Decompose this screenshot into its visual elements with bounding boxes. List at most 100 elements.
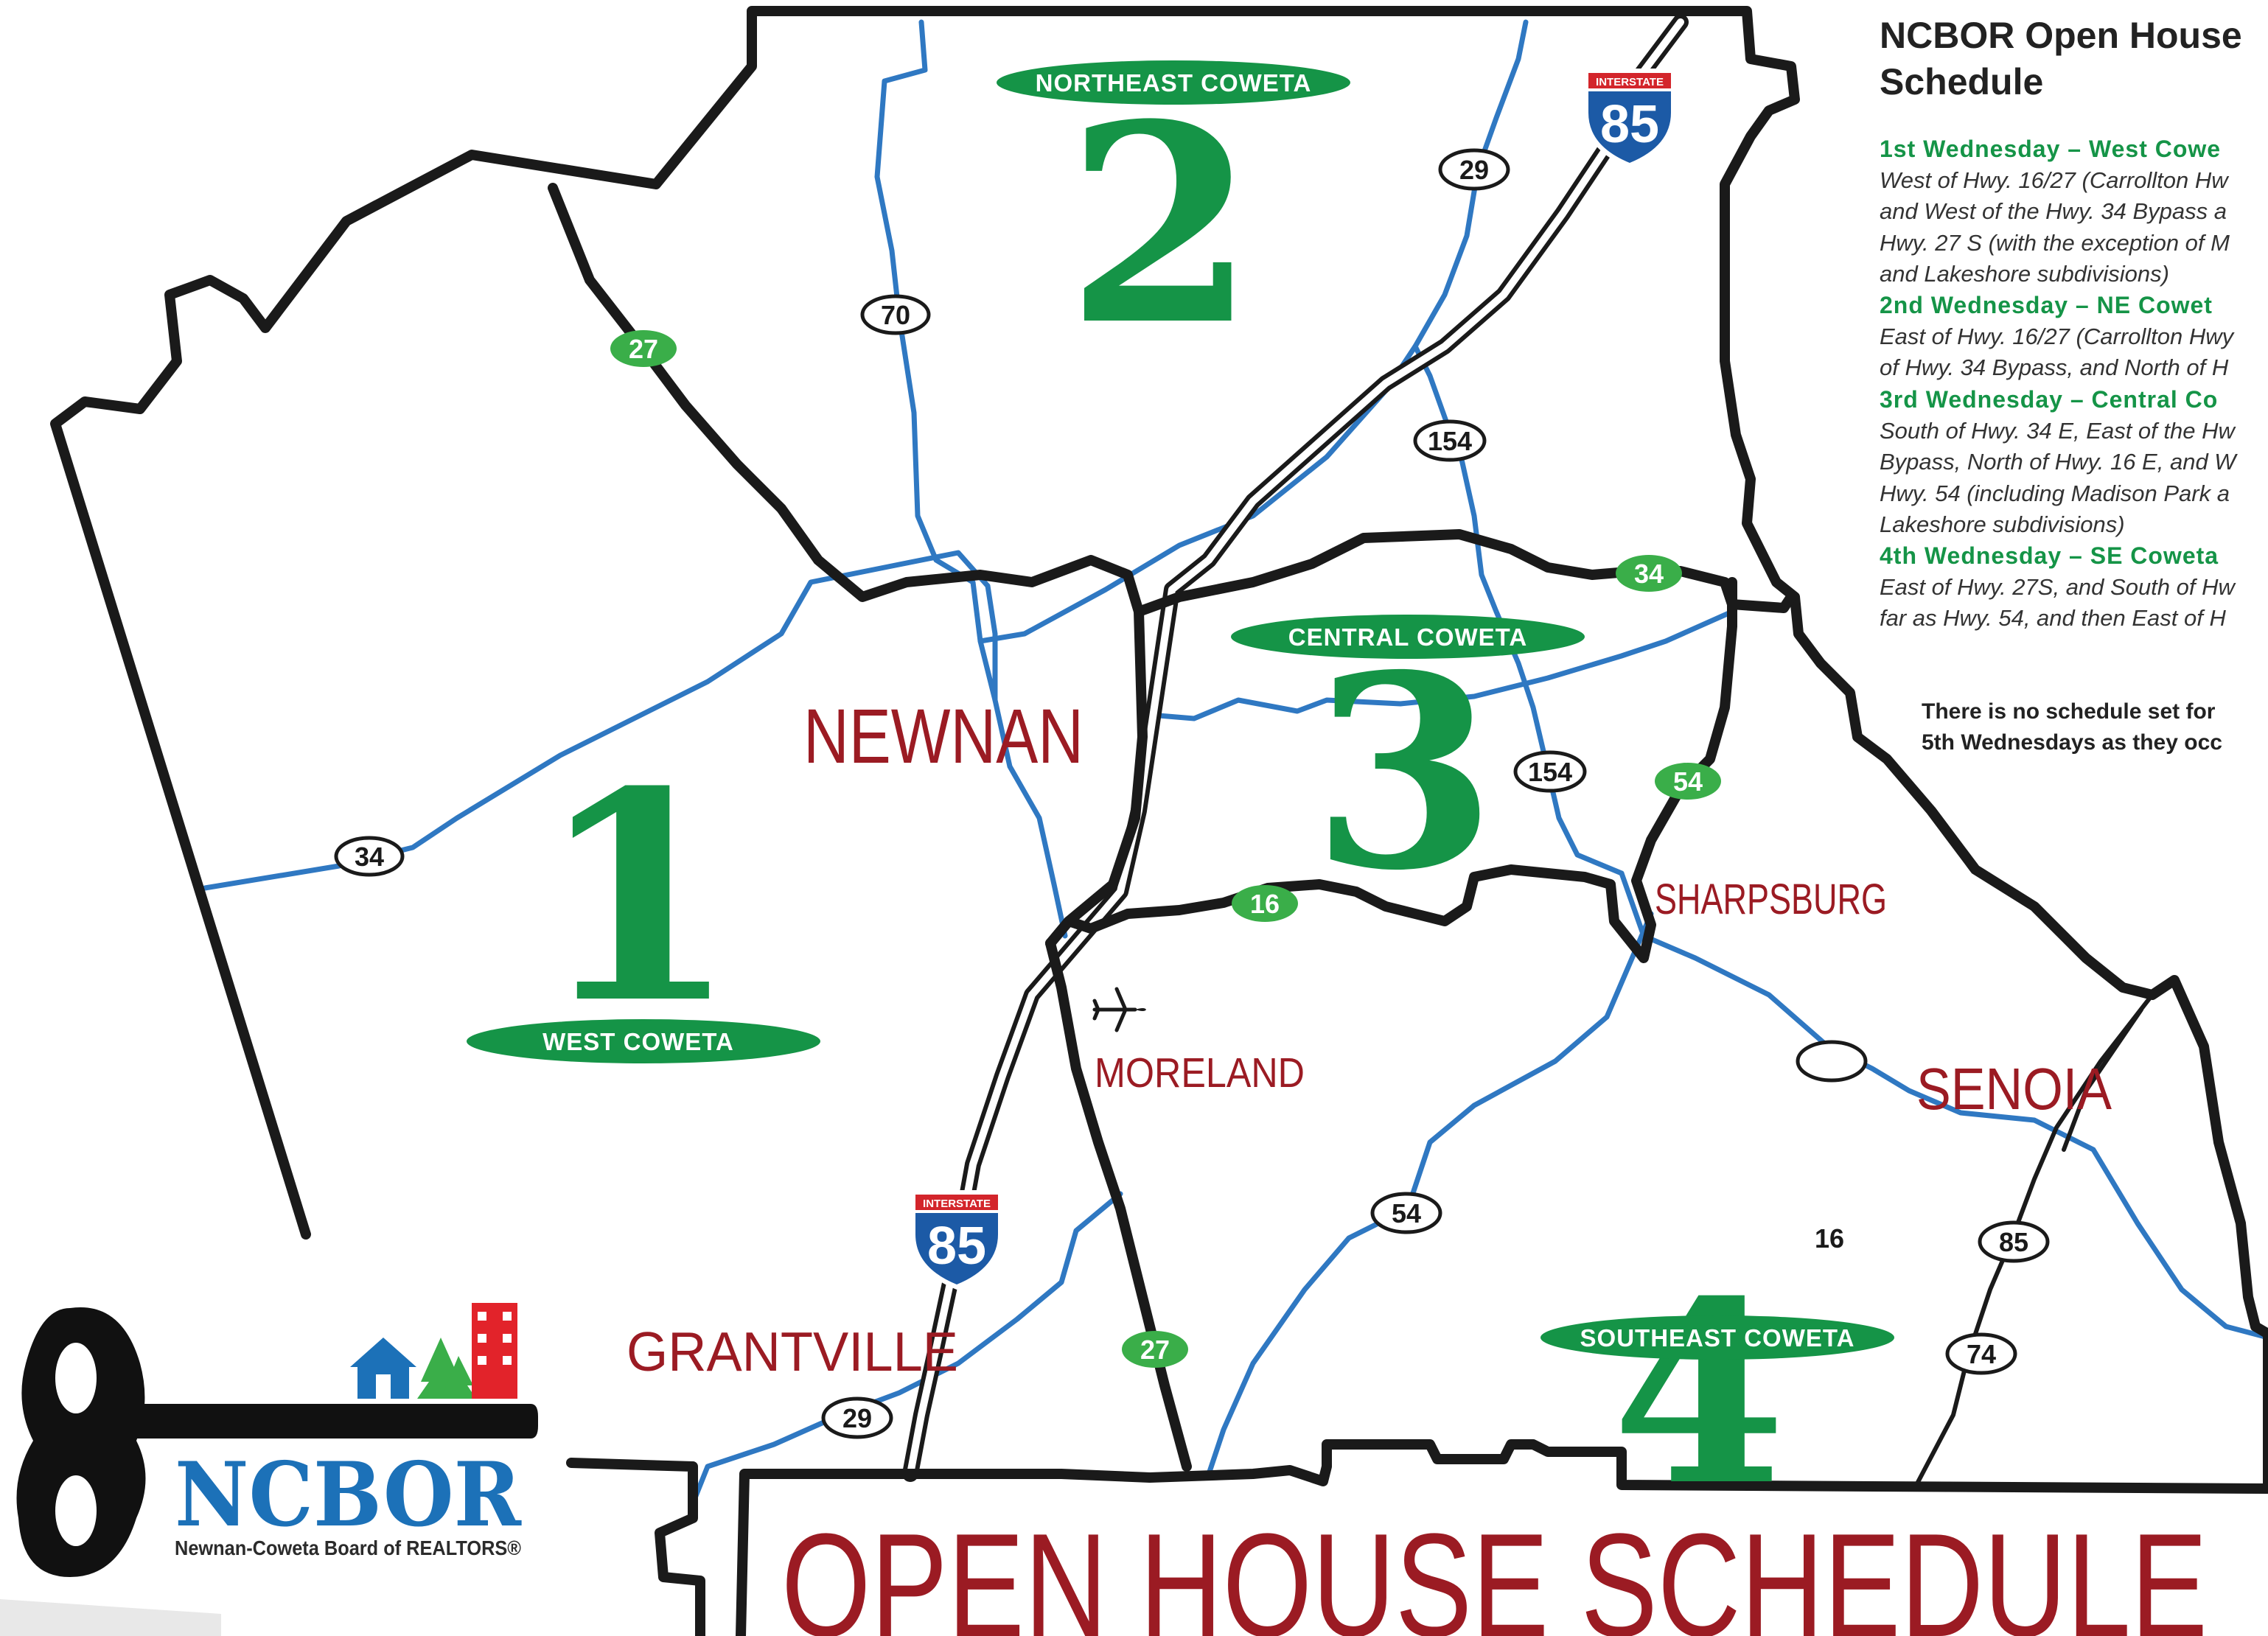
schedule-line: East of Hwy. 27S, and South of Hw [1880, 574, 2237, 600]
schedule-title-line-2: Schedule [1880, 61, 2043, 102]
road-sr74 [2062, 1007, 2143, 1152]
zone-boundary-us27-north [548, 183, 1148, 948]
zone-number-2: 2 [1066, 66, 1255, 385]
zone-4: 4 SOUTHEAST COWETA [1541, 1247, 1894, 1541]
zone-3: CENTRAL COWETA 3 [1231, 615, 1585, 929]
schedule-note-line-1: There is no schedule set for [1922, 699, 2216, 724]
schedule-title-line-1: NCBOR Open House [1880, 15, 2242, 56]
schedule-line: Lakeshore subdivisions) [1880, 511, 2125, 537]
schedule-heading-4: 4th Wednesday – SE Coweta [1880, 542, 2219, 569]
road-sr29-north [1412, 19, 1529, 430]
svg-text:154: 154 [1528, 757, 1572, 787]
schedule-line: Hwy. 27 S (with the exception of M [1880, 230, 2230, 256]
zone-label-4: SOUTHEAST COWETA [1580, 1324, 1855, 1352]
schedule-note-line-2: 5th Wednesdays as they occ [1922, 730, 2222, 755]
svg-text:29: 29 [1459, 155, 1489, 185]
svg-text:74: 74 [1967, 1339, 1996, 1369]
schedule-line: South of Hwy. 34 E, East of the Hw [1880, 418, 2236, 444]
white-route-shields: 34 70 29 154 154 54 29 85 74 16 [334, 148, 2050, 1439]
schedule-line: and West of the Hwy. 34 Bypass a [1880, 198, 2227, 224]
svg-text:34: 34 [355, 842, 384, 872]
schedule-line: West of Hwy. 16/27 (Carrollton Hw [1880, 167, 2230, 193]
zone-pill-3 [1231, 615, 1585, 659]
road-newnan-south [985, 583, 1068, 939]
town-moreland: MORELAND [1095, 1049, 1305, 1097]
svg-text:27: 27 [1140, 1335, 1170, 1365]
route-shield-sr16: 16 [1232, 885, 1298, 922]
town-senoia: SENOIA [1916, 1056, 2112, 1122]
svg-text:54: 54 [1392, 1198, 1421, 1228]
svg-text:85: 85 [1999, 1227, 2028, 1257]
svg-text:34: 34 [1634, 559, 1664, 589]
schedule-heading-1: 1st Wednesday – West Cowe [1880, 136, 2221, 162]
zone-pill-2 [997, 60, 1350, 105]
schedule-heading-3: 3rd Wednesday – Central Co [1880, 386, 2218, 413]
interstate-shield-north: INTERSTATE 85 [1584, 69, 1675, 168]
logo-wordmark: NCBOR [175, 1443, 522, 1547]
svg-text:85: 85 [1600, 95, 1659, 154]
route-shield-sr34-east: 34 [1616, 555, 1682, 592]
schedule-line: far as Hwy. 54, and then East of H [1880, 605, 2226, 631]
zone-label-1: WEST COWETA [542, 1028, 734, 1055]
ncbor-logo: NCBOR Newnan-Coweta Board of REALTORS® [16, 1303, 538, 1577]
boundaries [50, 6, 2268, 1636]
town-grantville: GRANTVILLE [627, 1321, 958, 1382]
zone-boundary-us27-south [1045, 938, 1192, 1472]
county-bottom-left [566, 1458, 705, 1636]
zone-pill-4 [1541, 1315, 1894, 1360]
county-outline [50, 6, 2268, 1339]
zone-1: 1 WEST COWETA [467, 729, 820, 1066]
route-shield-us27-south: 27 [1122, 1331, 1188, 1368]
svg-text:29: 29 [842, 1403, 872, 1433]
route-shield-sr54-north: 54 [1655, 763, 1721, 800]
road-sharpsburg-senoia [1619, 870, 2268, 1340]
zone-label-3: CENTRAL COWETA [1288, 623, 1527, 651]
svg-text:16: 16 [1250, 889, 1280, 919]
zone-pill-1 [467, 1019, 820, 1063]
zone-number-3: 3 [1312, 617, 1497, 929]
road-sr154 [1445, 424, 1625, 876]
route-shield-sr29-north: 29 [1438, 148, 1510, 191]
route-shield-sr154-north: 154 [1413, 419, 1487, 462]
route-shield-sr34-west: 34 [334, 836, 405, 877]
interstate-shield-south: INTERSTATE 85 [911, 1190, 1002, 1290]
zone-boundary-newnan-south [1045, 577, 1737, 963]
road-sr70 [874, 19, 998, 703]
county-bottom [736, 1329, 2268, 1636]
route-shield-sr154-south: 154 [1513, 750, 1587, 793]
footer-title: OPEN HOUSE SCHEDULE [781, 1503, 2208, 1636]
town-newnan: NEWNAN [803, 693, 1084, 780]
green-route-shields: 27 27 34 16 54 [610, 330, 1721, 1368]
schedule-line: and Lakeshore subdivisions) [1880, 261, 2169, 287]
svg-text:70: 70 [881, 300, 910, 330]
road-sr34-east [1147, 609, 1735, 721]
svg-text:85: 85 [927, 1217, 986, 1276]
route-shield-sr70: 70 [860, 294, 931, 335]
town-labels: NEWNAN SHARPSBURG MORELAND SENOIA GRANTV… [627, 693, 2112, 1382]
svg-text:154: 154 [1428, 426, 1472, 456]
svg-text:27: 27 [629, 334, 658, 364]
schedule-line: Bypass, North of Hwy. 16 E, and W [1880, 449, 2238, 475]
route-shield-sr29-south: 29 [821, 1396, 893, 1439]
schedule-line: of Hwy. 34 Bypass, and North of H [1880, 354, 2229, 380]
logo-subtitle: Newnan-Coweta Board of REALTORS® [175, 1537, 521, 1559]
route-shield-sr85: 85 [1978, 1220, 2050, 1263]
airplane-icon [1092, 987, 1146, 1032]
zone-boundary-sr34-east [1134, 529, 1796, 617]
svg-text:INTERSTATE: INTERSTATE [1596, 76, 1664, 88]
zone-2: NORTHEAST COWETA 2 [997, 60, 1350, 385]
route-label-sr16-plain: 16 [1815, 1223, 1844, 1254]
route-shield-blank [1796, 1040, 1868, 1083]
town-sharpsburg: SHARPSBURG [1655, 875, 1887, 923]
svg-text:54: 54 [1673, 766, 1703, 797]
zone-number-1: 1 [537, 729, 737, 1066]
schedule-line: East of Hwy. 16/27 (Carrollton Hwy [1880, 324, 2236, 349]
route-shield-us27-north: 27 [610, 330, 677, 367]
zone-label-2: NORTHEAST COWETA [1036, 69, 1312, 97]
zone-number-4: 4 [1612, 1247, 1787, 1541]
key-with-houses-icon [16, 1303, 538, 1577]
route-shield-sr74: 74 [1945, 1332, 2017, 1375]
svg-text:INTERSTATE: INTERSTATE [923, 1198, 991, 1210]
decorative-swoosh [0, 1599, 221, 1636]
